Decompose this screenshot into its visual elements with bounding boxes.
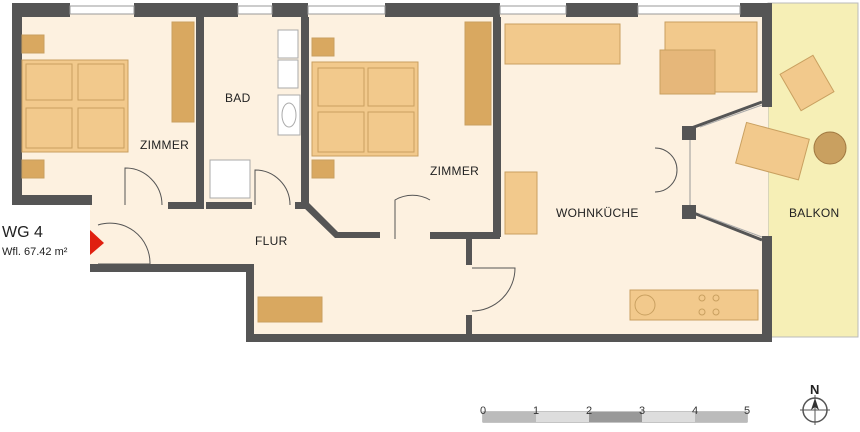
- sink: [277, 94, 301, 136]
- unit-title: WG 4: [2, 224, 43, 241]
- room-label-balkon: BALKON: [789, 206, 840, 220]
- furniture: [21, 21, 847, 323]
- entrance-marker: [90, 230, 104, 255]
- scale-tick-1: 1: [532, 405, 540, 417]
- balcony-table: [813, 131, 847, 165]
- kitchen-counter: [629, 289, 759, 321]
- doors: [97, 147, 678, 312]
- outer-walls: [12, 3, 772, 342]
- north-arrow-icon: [800, 395, 830, 425]
- scale-tick-5: 5: [743, 405, 751, 417]
- scale-bar: [482, 411, 748, 423]
- shower: [209, 159, 251, 199]
- bidet: [277, 59, 299, 89]
- toilet: [277, 29, 299, 59]
- room-label-zimmer-right: ZIMMER: [430, 164, 480, 178]
- wardrobe-left: [171, 21, 195, 123]
- room-label-bad: BAD: [225, 91, 251, 105]
- scale-tick-3: 3: [638, 405, 646, 417]
- tv-stand: [504, 171, 538, 235]
- room-label-wohnkueche: WOHNKÜCHE: [556, 206, 639, 220]
- north-label: N: [810, 382, 820, 397]
- room-label-zimmer-left: ZIMMER: [140, 138, 190, 152]
- scale-tick-0: 0: [479, 405, 487, 417]
- sofa: [504, 23, 621, 65]
- scale-tick-2: 2: [585, 405, 593, 417]
- hall-bench: [257, 296, 323, 323]
- balcony-chair-1: [779, 54, 835, 112]
- unit-area-label: Wfl.: [2, 246, 21, 258]
- balcony-lounger: [735, 121, 810, 181]
- bay-walls: [682, 100, 763, 242]
- wardrobe-right: [464, 21, 492, 126]
- room-label-flur: FLUR: [255, 234, 288, 248]
- windows: [69, 5, 741, 15]
- interior-walls: [168, 17, 501, 335]
- unit-area: Wfl. 67.42 m²: [2, 246, 67, 258]
- unit-area-value: 67.42 m²: [24, 246, 68, 258]
- scale-tick-4: 4: [691, 405, 699, 417]
